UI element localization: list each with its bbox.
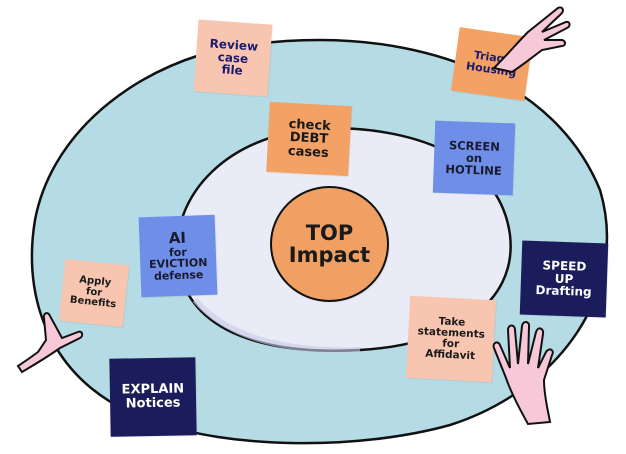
hand-icon-bottom-right: [492, 321, 554, 426]
note-speed-up-drafting: SPEED UP Drafting: [519, 240, 609, 318]
note-take-statements-for-affidavit: Take statements for Affidavit: [405, 295, 497, 383]
note-line: AI: [168, 228, 187, 248]
note-review-case-file: Review case file: [193, 19, 273, 97]
note-check-debt-cases: check DEBT cases: [266, 101, 352, 177]
note-line: Drafting: [535, 283, 592, 300]
note-line: cases: [287, 143, 330, 161]
note-line: file: [221, 62, 244, 78]
inner-ring-shadow: [192, 298, 361, 354]
note-line: Affidavit: [424, 347, 476, 363]
hand-icon-top-right: [492, 6, 571, 74]
top-impact-line-2: Impact: [288, 243, 371, 267]
note-explain-notices: EXPLAIN Notices: [109, 357, 197, 437]
note-line: Notices: [125, 395, 181, 412]
top-impact-line-1: TOP: [305, 220, 354, 245]
note-ai-for-eviction-defense: AI for EVICTION defense: [138, 214, 218, 298]
top-impact-circle: TOP Impact: [270, 186, 389, 302]
note-screen-on-hotline: SCREEN on HOTLINE: [432, 120, 516, 196]
note-line: HOTLINE: [445, 162, 502, 179]
note-line: defense: [153, 267, 204, 283]
hand-icon-left: [16, 312, 84, 374]
